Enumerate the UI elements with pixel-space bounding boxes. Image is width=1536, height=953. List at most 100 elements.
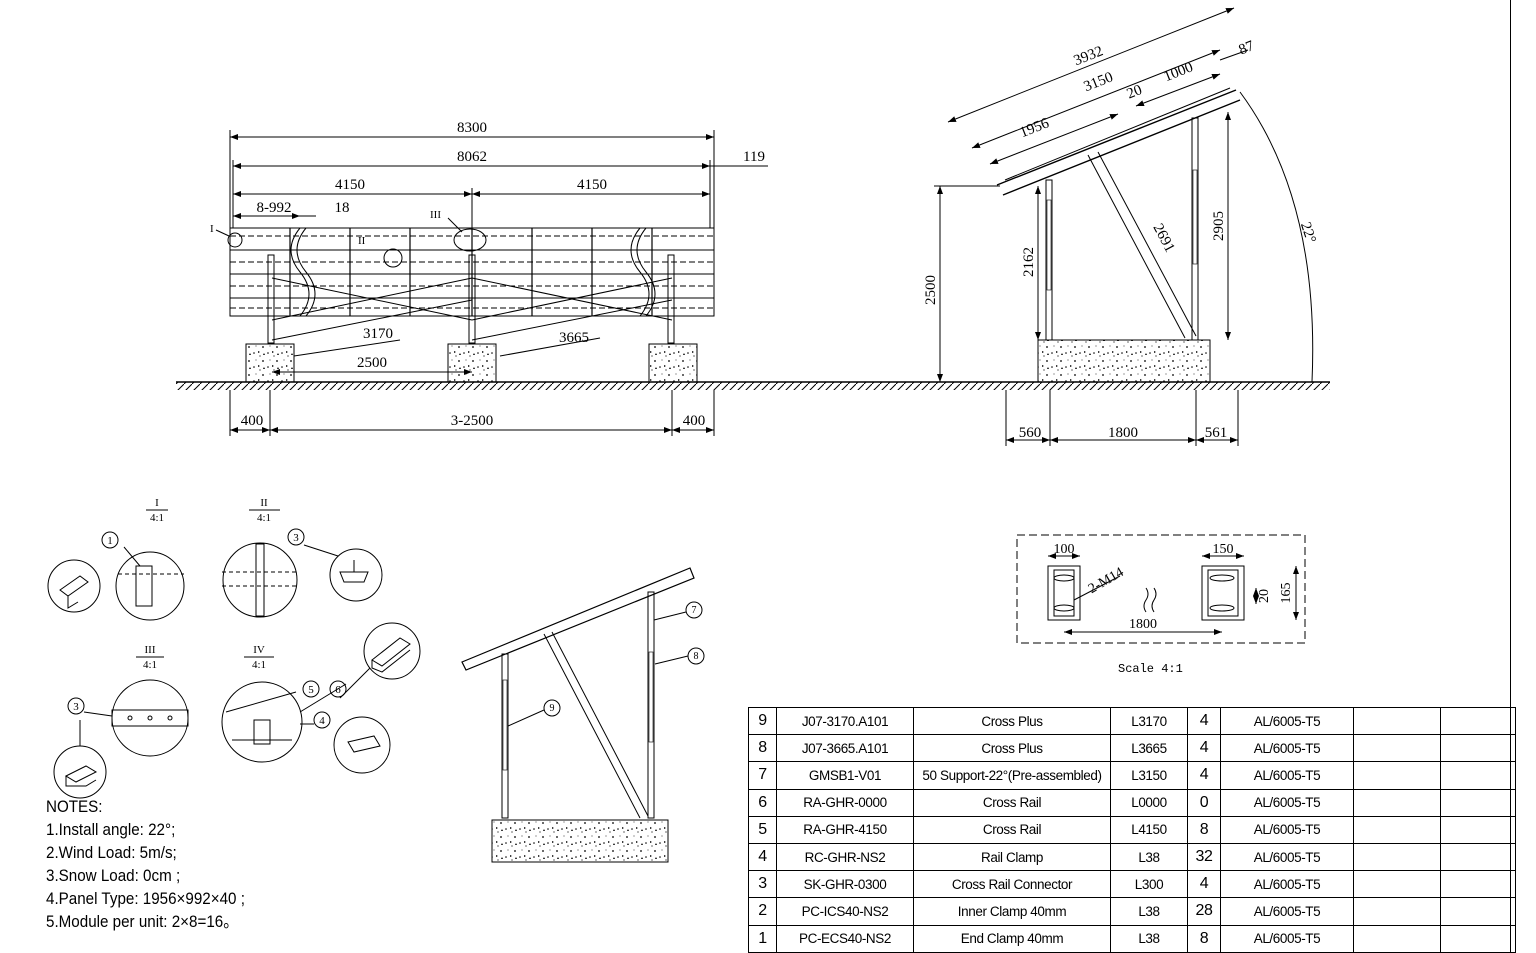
- footing-plan: [1016, 534, 1306, 644]
- bom-len: L4150: [1110, 815, 1188, 844]
- bom-mat: AL/6005-T5: [1220, 924, 1354, 953]
- balloon-2: 3: [293, 532, 299, 544]
- detail-iv-scale: 4:1: [252, 659, 266, 671]
- balloon-3: 3: [73, 701, 79, 713]
- bom-qty: 32: [1187, 842, 1221, 872]
- isometric-view: [461, 567, 705, 863]
- bom-empty-cell: [1440, 924, 1516, 953]
- bom-name: 50 Support-22°(Pre-assembled): [913, 761, 1111, 790]
- bom-empty-cell: [1353, 734, 1441, 763]
- dim-gap: 18: [335, 200, 350, 216]
- bom-empty-cell: [1353, 706, 1441, 736]
- bom-empty-cell: [1440, 842, 1516, 872]
- bom-empty-cell: [1353, 815, 1441, 844]
- bom-empty-cell: [1353, 870, 1441, 899]
- dim-fp-h1: 20: [1257, 589, 1272, 603]
- bom-code: J07-3665.A101: [776, 734, 914, 763]
- dim-overall: 8300: [457, 120, 487, 136]
- dim-fp-bolt: 2-M14: [1086, 565, 1127, 597]
- balloon-5: 5: [308, 684, 314, 696]
- dim-angle: 22°: [1297, 220, 1319, 245]
- bom-mat: AL/6005-T5: [1220, 842, 1354, 872]
- bom-qty: 4: [1187, 706, 1221, 736]
- bom-qty: 0: [1187, 788, 1221, 817]
- dim-rail-b: 1000: [1162, 59, 1196, 85]
- bom-qty: 8: [1187, 815, 1221, 844]
- note-line: 4.Panel Type: 1956×992×40 ;: [46, 890, 245, 908]
- bom-no: 7: [748, 761, 777, 790]
- bom-no: 6: [748, 788, 777, 817]
- bom-code: SK-GHR-0300: [776, 870, 914, 899]
- dim-foot-left: 560: [1019, 425, 1042, 441]
- bom-no: 2: [748, 897, 777, 926]
- bom-empty-cell: [1353, 842, 1441, 872]
- bom-no: 8: [748, 734, 777, 763]
- detail-iii-roman: III: [145, 644, 156, 656]
- bom-empty-cell: [1440, 734, 1516, 763]
- sheet-border: [1510, 0, 1511, 953]
- dim-brace: 2691: [1149, 221, 1177, 255]
- bom-name: Cross Rail Connector: [913, 870, 1111, 899]
- notes-title: NOTES:: [46, 798, 103, 816]
- bom-qty: 4: [1187, 734, 1221, 763]
- balloon-1: 1: [107, 535, 113, 547]
- notes-block: NOTES: 1.Install angle: 22°; 2.Wind Load…: [46, 796, 262, 934]
- detail-iv-roman: IV: [253, 644, 265, 656]
- callout-iii: III: [430, 209, 441, 221]
- dim-rail-span: 3150: [1082, 69, 1116, 95]
- bom-name: Rail Clamp: [913, 842, 1111, 872]
- bom-empty-cell: [1440, 788, 1516, 817]
- bom-empty-cell: [1440, 870, 1516, 899]
- bom-len: L38: [1110, 924, 1188, 953]
- detail-iii-scale: 4:1: [143, 659, 157, 671]
- bom-mat: AL/6005-T5: [1220, 870, 1354, 899]
- bom-empty-cell: [1440, 706, 1516, 736]
- dim-foot-right: 561: [1205, 425, 1228, 441]
- note-line: 3.Snow Load: 0cm ;: [46, 867, 181, 885]
- bom-len: L3665: [1110, 734, 1188, 763]
- bom-len: L0000: [1110, 788, 1188, 817]
- bom-qty: 4: [1187, 761, 1221, 790]
- bom-name: End Clamp 40mm: [913, 924, 1111, 953]
- dim-rail-gap: 20: [1125, 82, 1145, 102]
- bom-no: 5: [748, 815, 777, 844]
- dim-foot-span: 1800: [1108, 425, 1138, 441]
- dim-height-total: 2500: [923, 275, 939, 305]
- bom-len: L300: [1110, 870, 1188, 899]
- dim-fp-span: 1800: [1129, 617, 1157, 632]
- bom-no: 4: [748, 842, 777, 872]
- bom-code: PC-ECS40-NS2: [776, 924, 914, 953]
- bom-no: 1: [748, 924, 777, 953]
- front-view: [176, 130, 1330, 436]
- bom-code: PC-ICS40-NS2: [776, 897, 914, 926]
- callout-ii: II: [358, 235, 366, 247]
- dim-edge-left: 400: [241, 413, 264, 429]
- bom-code: RA-GHR-4150: [776, 815, 914, 844]
- bom-mat: AL/6005-T5: [1220, 815, 1354, 844]
- bom-mat: AL/6005-T5: [1220, 734, 1354, 763]
- bom-no: 9: [748, 706, 777, 736]
- bom-len: L38: [1110, 897, 1188, 926]
- dim-cross2: 3665: [559, 330, 589, 346]
- balloon-6: 6: [335, 684, 341, 696]
- bom-len: L3170: [1110, 706, 1188, 736]
- bom-mat: AL/6005-T5: [1220, 706, 1354, 736]
- detail-labels: I 4:1 1 II 4:1 3 III 4:1 3 IV 4:1 5 6 4: [73, 497, 341, 727]
- footing-plan-scale: Scale 4:1: [1118, 662, 1183, 676]
- detail-i-roman: I: [155, 497, 159, 509]
- side-view: [934, 7, 1314, 446]
- balloon-7: 7: [692, 605, 697, 616]
- note-line: 2.Wind Load: 5m/s;: [46, 844, 177, 862]
- dim-half-left: 4150: [335, 177, 365, 193]
- bom-code: RA-GHR-0000: [776, 788, 914, 817]
- detail-i-scale: 4:1: [150, 512, 164, 524]
- dim-bay: 2500: [357, 355, 387, 371]
- dim-rear-leg: 2905: [1211, 211, 1227, 241]
- bom-code: RC-GHR-NS2: [776, 842, 914, 872]
